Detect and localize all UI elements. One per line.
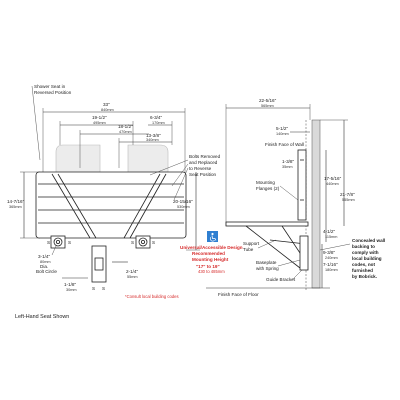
dim-7-mm: 180mm [325,268,338,272]
ada-range-mm: 430 to 485mm [198,269,225,274]
depth-overall-mm: 565mm [261,104,274,108]
figure-caption: Left-Hand Seat Shown [15,314,69,320]
depth-overall-inch: 22-5/16" [259,98,277,103]
dim-5-1-2-mm: 140mm [276,132,289,136]
support-tube-line1: Support [243,241,260,246]
dim-9-mm: 240mm [325,256,338,260]
seat-frame [35,171,187,239]
left-bracket: S S [47,235,71,249]
folded-seat-side [297,149,307,221]
dim-1-3-8-inch: 1-3/8" [282,159,294,164]
dim-17: 17-5/16" 440mm [324,150,342,226]
bolts-note-line1: Bolts Removed [189,154,221,159]
seat-extended-side [225,221,309,271]
bottom-dim-b-mm: 55mm [127,275,138,279]
consult-codes-note: *Consult local building codes [125,294,179,299]
dim-9-inch: 9-3/8" [323,250,335,255]
ada-title-line1: Universal/Accessible Design [180,245,243,250]
width-d-inch: 13-3/8" [146,133,161,138]
concealed-line2: backing to [352,244,375,249]
concealed-line4: local building [352,256,382,261]
width-overall-inch: 33" [103,102,110,107]
width-a-inch: 19-1/2" [92,115,107,120]
section-mark: S [152,240,155,245]
wall-section [311,119,321,289]
dim-17-mm: 440mm [326,182,339,186]
dim-21-mm: 555mm [342,198,355,202]
finish-wall-label: Finish Face of Wall [265,142,304,147]
dim-4-1-2-mm: 115mm [325,235,337,239]
ada-range: "17" to 19" [196,264,220,269]
concealed-line6: furnished [352,268,373,273]
dim-width-c: 18-1/2" 470mm [79,124,149,168]
front-view: 33" 840mm 19-1/2" 495mm 6-3/4" 170mm 18-… [7,84,221,320]
section-mark: S [92,286,95,291]
width-overall-mm: 840mm [101,108,114,112]
mounting-flanges-line2: Flanges (2) [256,186,280,191]
dim-4-1-2-inch: 4-1/2" [323,229,335,234]
section-mark: S [102,286,105,291]
bottom-dim-a-mm: 30mm [66,288,77,292]
dim-depth-overall: 22-5/16" 565mm [225,98,311,226]
shower-seat-note-line2: Reversed Position [34,90,72,95]
bolt-circle-dia: Dia. [40,264,48,269]
ada-title-line3: Mounting Height [192,257,229,262]
height-left-mm: 365mm [9,205,22,209]
width-d-mm: 340mm [146,138,159,142]
mounting-flanges-line1: Mounting [256,180,275,185]
width-c-mm: 470mm [119,130,132,134]
dim-overall-width: 33" 840mm [42,102,186,175]
concealed-line3: comply with [352,250,379,255]
ada-title-line2: Recommended [192,251,225,256]
dim-21: 21-7/8" 555mm [320,119,355,226]
shower-seat-note-line1: Shower Seat in [34,84,66,89]
height-left-inch: 14-7/16" [7,199,25,204]
dim-7-inch: 7-1/16" [323,262,338,267]
height-right-inch: 20-15/16" [173,199,193,204]
dim-height-right: 20-15/16" 530mm [173,172,200,251]
width-b-mm: 170mm [152,121,165,125]
right-bracket: S S [131,235,155,249]
dim-width-a: 19-1/2" 495mm [59,115,134,145]
bottom-dim-a-inch: 1-1/8" [64,282,76,287]
width-b-inch: 6-3/4" [150,115,162,120]
concealed-line7: by Bobrick. [352,274,377,279]
section-mark: S [131,240,134,245]
bolt-circle-inch: 3-1/4" [38,254,50,259]
section-mark: S [68,240,71,245]
bolt-circle-mm: 80mm [40,260,51,264]
height-right-mm: 530mm [177,205,190,209]
dim-1-3-8-mm: 35mm [282,165,293,169]
dim-17-inch: 17-5/16" [324,176,342,181]
bolt-circle-label: Bolt Circle [36,269,57,274]
dim-width-b: 6-3/4" 170mm [148,115,173,145]
bolts-note-line4: Seat Position [189,172,217,177]
concealed-note: Concealed wall backing to comply with lo… [319,238,385,279]
concealed-line1: Concealed wall [352,238,385,243]
bolts-note-line3: to Reverse [189,166,212,171]
baseplate-line1: Baseplate [256,260,277,265]
dim-width-d: 13-3/8" 340mm [118,133,172,168]
dim-height-left: 14-7/16" 365mm [7,171,40,239]
center-support-block: S S [91,245,107,291]
bottom-dim-b-inch: 2-1/4" [126,269,138,274]
side-view: Finish Face of Wall 22-5/16" 565mm 5-1/2… [206,98,385,297]
section-mark: S [47,240,50,245]
finish-floor-label: Finish Face of Floor [218,292,259,297]
ada-block: Universal/Accessible Design Recommended … [125,231,243,299]
dim-5-1-2-inch: 5-1/2" [276,126,288,131]
support-tube-line2: Tube [243,247,254,252]
baseplate-line2: with Spring [256,266,279,271]
width-c-inch: 18-1/2" [118,124,133,129]
width-a-mm: 495mm [93,121,106,125]
dim-21-inch: 21-7/8" [340,192,355,197]
bolts-note-line2: and Replaced [189,160,218,165]
concealed-line5: codes, not [352,262,375,267]
guide-bracket-label: Guide Bracket [266,277,296,282]
